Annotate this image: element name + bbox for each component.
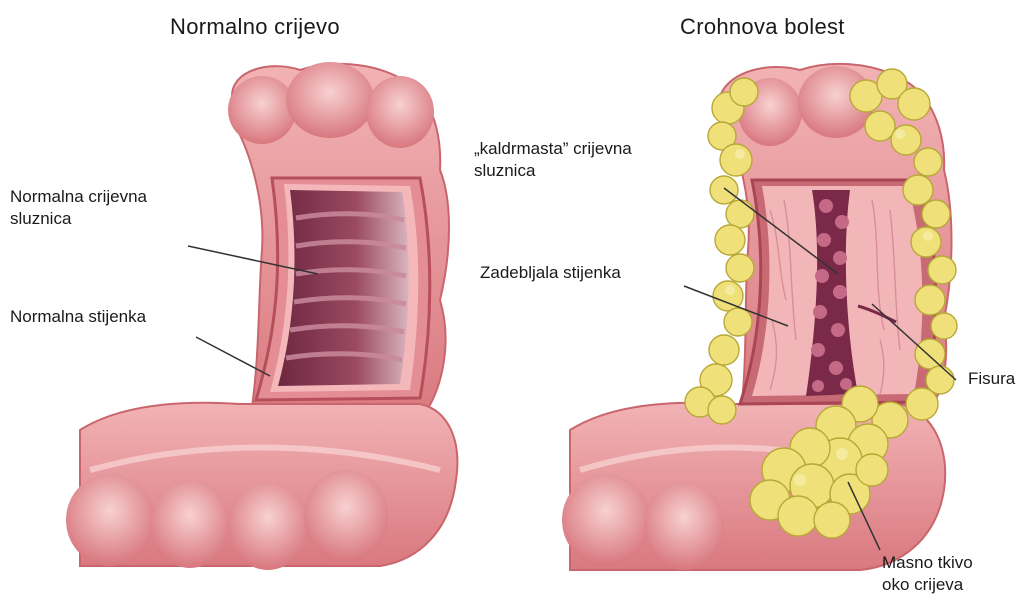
label-thickened-wall: Zadebljala stijenka: [480, 262, 621, 284]
label-normal-wall: Normalna stijenka: [10, 306, 146, 328]
label-fissure: Fisura: [968, 368, 1015, 390]
label-perienteric-fat: Masno tkivo oko crijeva: [882, 552, 973, 596]
label-cobblestone-mucosa: „kaldrmasta” crijevna sluznica: [474, 138, 632, 182]
label-normal-mucosa: Normalna crijevna sluznica: [10, 186, 147, 230]
